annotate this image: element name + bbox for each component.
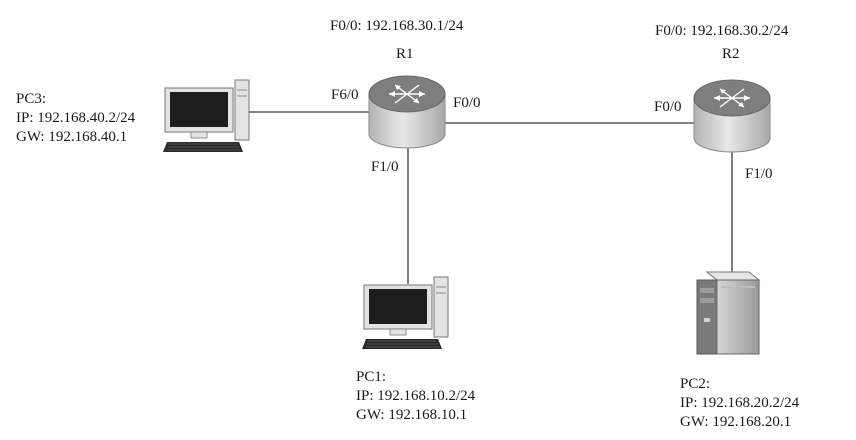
pc1-gateway-label: GW: 192.168.10.1 (356, 407, 468, 423)
r2-name-label: R2 (722, 46, 740, 62)
router-r2-icon[interactable] (693, 79, 771, 153)
pc3-gateway-label: GW: 192.168.40.1 (16, 129, 128, 145)
pc2-ip-label: IP: 192.168.20.2/24 (680, 395, 800, 411)
pc1-ip-label: IP: 192.168.10.2/24 (356, 388, 476, 404)
r1-name-label: R1 (396, 46, 414, 62)
router-r1-icon[interactable] (368, 75, 446, 149)
pc2-name-label: PC2: (680, 376, 711, 392)
pc3-desktop-icon[interactable] (163, 79, 250, 152)
r2-port-f1-0: F1/0 (745, 166, 773, 182)
r1-port-f0-0: F0/0 (453, 95, 481, 111)
r2-interface-address: F0/0: 192.168.30.2/24 (655, 23, 789, 39)
r1-interface-address: F0/0: 192.168.30.1/24 (330, 18, 464, 34)
pc2-gateway-label: GW: 192.168.20.1 (680, 414, 792, 430)
pc1-desktop-icon[interactable] (362, 276, 449, 349)
pc3-ip-label: IP: 192.168.40.2/24 (16, 110, 136, 126)
pc3-name-label: PC3: (16, 91, 47, 107)
pc2-server-icon[interactable] (696, 271, 761, 355)
r1-port-f1-0: F1/0 (371, 159, 399, 175)
r2-port-f0-0: F0/0 (654, 99, 682, 115)
links (240, 111, 733, 284)
pc1-name-label: PC1: (356, 369, 387, 385)
r1-port-f6-0: F6/0 (331, 87, 359, 103)
